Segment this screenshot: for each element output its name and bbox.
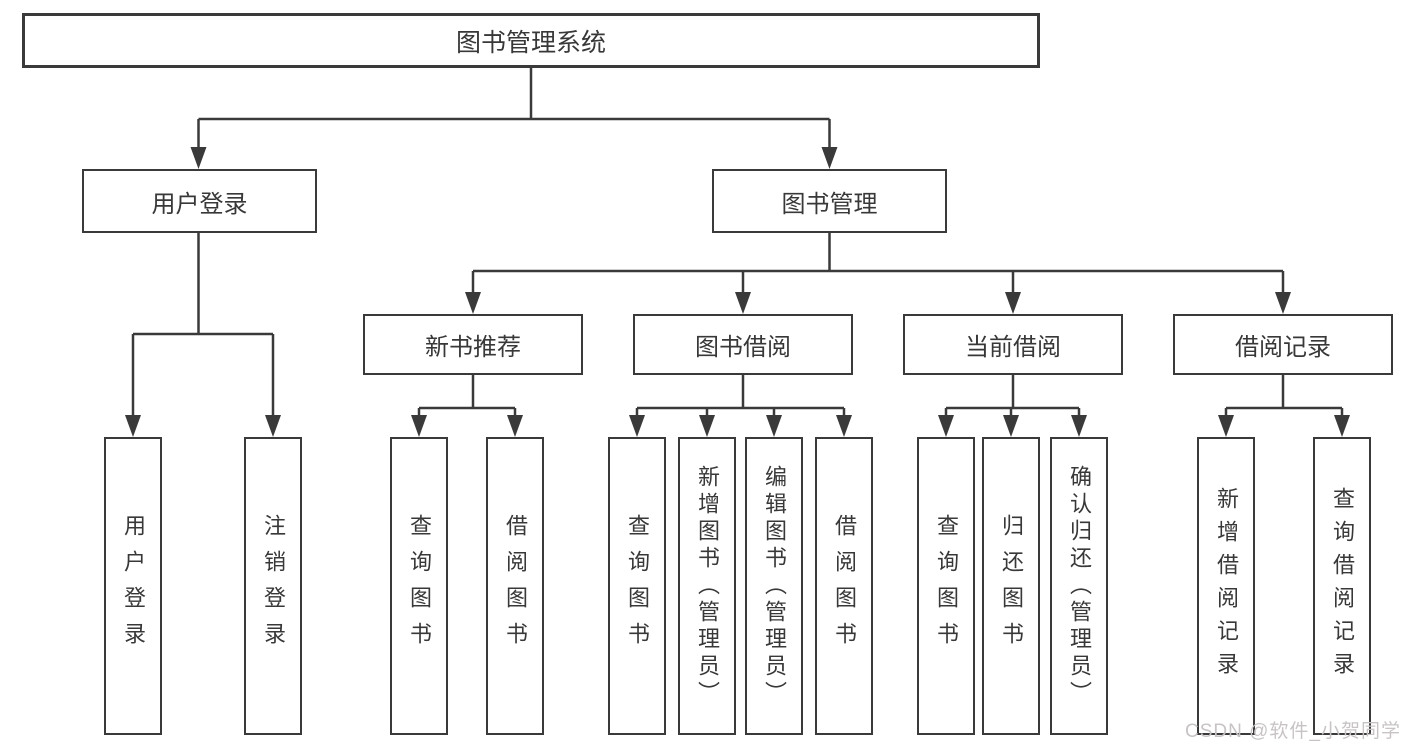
arrowhead-icon	[190, 147, 207, 169]
leaf-add-borrow-record: 新增借阅记录	[1197, 437, 1255, 735]
arrowhead-icon	[1218, 415, 1234, 437]
node-borrowing-records: 借阅记录	[1173, 314, 1393, 375]
leaf-logout-label: 注销登录	[261, 514, 286, 658]
leaf-return-book: 归还图书	[982, 437, 1040, 735]
arrowhead-icon	[1003, 415, 1019, 437]
leaf-query-books-current-label: 查询图书	[934, 514, 959, 658]
leaf-borrow-book-label: 借阅图书	[832, 514, 857, 658]
arrowhead-icon	[265, 415, 281, 437]
leaf-confirm-return-admin-label: 确认归还（管理员）	[1067, 464, 1092, 708]
node-new-book-recommend-label: 新书推荐	[425, 334, 521, 361]
leaf-user-login-label: 用户登录	[121, 514, 146, 658]
node-borrowing-records-label: 借阅记录	[1235, 334, 1331, 361]
arrowhead-icon	[1071, 415, 1087, 437]
leaf-logout: 注销登录	[244, 437, 302, 735]
arrowhead-icon	[699, 415, 715, 437]
node-book-borrowing: 图书借阅	[633, 314, 853, 375]
leaf-query-books-recommend-label: 查询图书	[407, 514, 432, 658]
leaf-confirm-return-admin: 确认归还（管理员）	[1050, 437, 1108, 735]
leaf-borrow-book: 借阅图书	[815, 437, 873, 735]
arrowhead-icon	[125, 415, 141, 437]
arrowhead-icon	[507, 415, 523, 437]
leaf-user-login: 用户登录	[104, 437, 162, 735]
arrowhead-icon	[836, 415, 852, 437]
node-user-login-label: 用户登录	[151, 190, 248, 218]
leaf-query-books-recommend: 查询图书	[390, 437, 448, 735]
arrowhead-icon	[821, 147, 838, 169]
node-current-borrowing-label: 当前借阅	[965, 334, 1061, 361]
arrowhead-icon	[1334, 415, 1350, 437]
node-library-management-system: 图书管理系统	[22, 13, 1040, 68]
leaf-query-borrow-record: 查询借阅记录	[1313, 437, 1371, 735]
leaf-add-book-admin-label: 新增图书（管理员）	[695, 464, 720, 708]
node-book-management: 图书管理	[712, 169, 947, 233]
leaf-query-borrow-record-label: 查询借阅记录	[1330, 487, 1355, 685]
leaf-edit-book-admin-label: 编辑图书（管理员）	[762, 464, 787, 708]
leaf-edit-book-admin: 编辑图书（管理员）	[745, 437, 803, 735]
leaf-borrow-books-recommend-label: 借阅图书	[503, 514, 528, 658]
arrowhead-icon	[1275, 292, 1291, 314]
leaf-query-books-current: 查询图书	[917, 437, 975, 735]
leaf-add-borrow-record-label: 新增借阅记录	[1214, 487, 1239, 685]
arrowhead-icon	[1005, 292, 1021, 314]
node-new-book-recommend: 新书推荐	[363, 314, 583, 375]
node-book-management-label: 图书管理	[781, 190, 878, 218]
arrowhead-icon	[465, 292, 481, 314]
arrowhead-icon	[629, 415, 645, 437]
arrowhead-icon	[938, 415, 954, 437]
node-book-borrowing-label: 图书借阅	[695, 334, 791, 361]
leaf-query-books-borrow-label: 查询图书	[625, 514, 650, 658]
node-current-borrowing: 当前借阅	[903, 314, 1123, 375]
leaf-return-book-label: 归还图书	[999, 514, 1024, 658]
leaf-query-books-borrow: 查询图书	[608, 437, 666, 735]
watermark-text: CSDN @软件_小贺同学	[1185, 721, 1401, 742]
arrowhead-icon	[766, 415, 782, 437]
leaf-borrow-books-recommend: 借阅图书	[486, 437, 544, 735]
arrowhead-icon	[411, 415, 427, 437]
leaf-add-book-admin: 新增图书（管理员）	[678, 437, 736, 735]
node-user-login: 用户登录	[82, 169, 317, 233]
arrowhead-icon	[735, 292, 751, 314]
node-library-management-system-label: 图书管理系统	[455, 28, 606, 57]
